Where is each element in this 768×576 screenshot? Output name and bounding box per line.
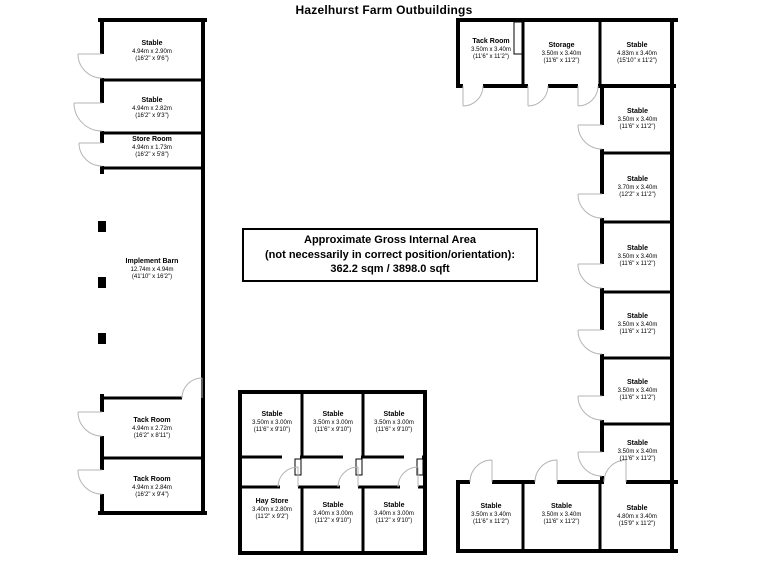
room-label: Store Room 4.94m x 1.73m (16'2" x 5'8"): [132, 136, 172, 158]
wall: [100, 78, 205, 460]
room-label: Stable 3.50m x 3.40m (11'6" x 11'2"): [617, 440, 658, 462]
room-label: Stable 4.94m x 2.90m (16'2" x 9'6"): [132, 40, 172, 62]
door-leaf: [513, 21, 523, 55]
top-right-building: [456, 18, 678, 553]
door-arc: [577, 329, 603, 355]
room-label: Stable 3.50m x 3.40m (11'6" x 11'2"): [617, 313, 658, 335]
room-label: Stable 3.50m x 3.40m (11'6" x 11'2"): [617, 379, 658, 401]
room-label: Stable 3.50m x 3.40m (11'6" x 11'2"): [471, 503, 511, 525]
wall: [521, 20, 602, 86]
door-arc: [577, 124, 603, 150]
room-label: Stable 4.94m x 2.82m (16'2" x 9'3"): [132, 97, 172, 119]
door-arc: [577, 193, 603, 219]
room-label: Stable 3.70m x 3.40m (12'2" x 11'2"): [617, 176, 658, 198]
door-arc: [462, 85, 484, 107]
bottom-middle-building: [238, 390, 427, 555]
barn-post: [98, 333, 106, 344]
door-arc: [181, 377, 203, 399]
door-arc: [527, 85, 549, 107]
door-arc: [534, 459, 558, 483]
room-label: Stable 3.40m x 3.00m (11'2" x 9'10"): [313, 502, 353, 524]
wall: [300, 392, 365, 553]
room-label: Tack Room 4.94m x 2.72m (16'2" x 8'11"): [132, 417, 172, 439]
door-arc: [78, 142, 103, 167]
info-line: 362.2 sqm / 3898.0 sqft: [330, 263, 450, 276]
wall: [600, 151, 674, 426]
door-arc: [337, 466, 359, 488]
door-arc: [277, 466, 299, 488]
door-arc: [577, 451, 603, 477]
door-arc: [577, 263, 603, 289]
door-arc: [603, 459, 627, 483]
barn-post: [98, 277, 106, 288]
info-line: (not necessarily in correct position/ori…: [265, 248, 515, 261]
room-label: Tack Room 3.50m x 3.40m (11'6" x 11'2"): [471, 38, 511, 60]
room-label: Stable 4.83m x 3.40m (15'10" x 11'2"): [617, 42, 657, 64]
room-label: Stable 3.40m x 3.00m (11'2" x 9'10"): [374, 502, 414, 524]
left-building: [73, 18, 207, 515]
door-arc: [73, 102, 103, 132]
room-label: Implement Barn 12.74m x 4.94m (41'10" x …: [125, 258, 179, 280]
room-label: Stable 4.80m x 3.40m (15'9" x 11'2"): [617, 505, 657, 527]
door-arc: [77, 411, 103, 437]
door-arc: [77, 469, 103, 495]
bottom-right-building: [456, 459, 678, 553]
door-arc: [397, 466, 419, 488]
wall: [521, 482, 602, 551]
room-label: Storage 3.50m x 3.40m (11'6" x 11'2"): [541, 42, 582, 64]
barn-post: [98, 221, 106, 232]
door-arc: [77, 53, 103, 79]
room-label: Stable 3.50m x 3.40m (11'6" x 11'2"): [617, 245, 658, 267]
room-label: Stable 3.50m x 3.40m (11'6" x 11'2"): [617, 108, 658, 130]
gross-internal-area-box: Approximate Gross Internal Area (not nec…: [242, 228, 538, 282]
room-label: Hay Store 3.40m x 2.80m (11'2" x 9'2"): [252, 498, 292, 520]
right-column-building: [577, 86, 674, 484]
room-label: Stable 3.50m x 3.40m (11'6" x 11'2"): [541, 503, 582, 525]
page-title: Hazelhurst Farm Outbuildings: [295, 3, 473, 17]
room-label: Stable 3.50m x 3.00m (11'6" x 9'10"): [313, 411, 353, 433]
room-label: Stable 3.50m x 3.00m (11'6" x 9'10"): [374, 411, 414, 433]
door-arc: [577, 395, 603, 421]
info-line: Approximate Gross Internal Area: [304, 233, 476, 246]
door-arc: [469, 459, 493, 483]
door-arc: [577, 85, 599, 107]
room-label: Stable 3.50m x 3.00m (11'6" x 9'10"): [252, 411, 292, 433]
room-label: Tack Room 4.94m x 2.84m (16'2" x 9'4"): [132, 476, 172, 498]
